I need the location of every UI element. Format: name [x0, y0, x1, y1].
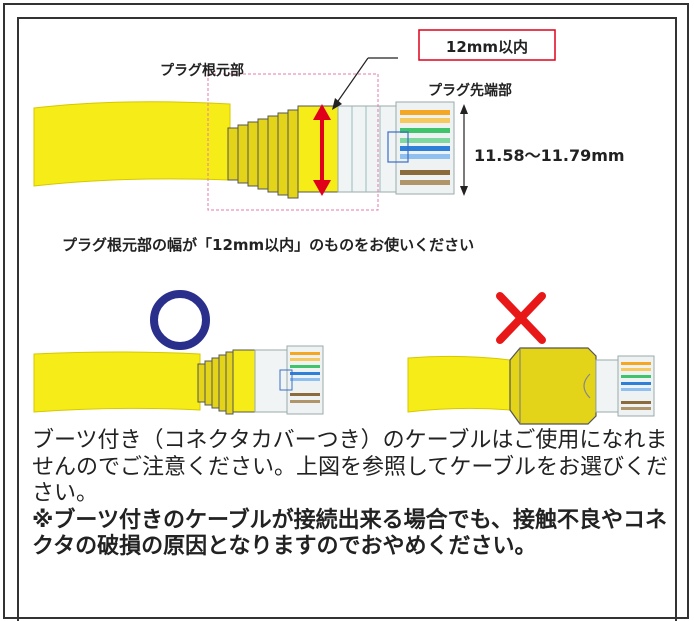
- plug-tip-label: プラグ先端部: [428, 83, 512, 99]
- ok-plug-illustration: [33, 345, 324, 415]
- connector-boot: [509, 347, 597, 425]
- ng-cross-icon: [496, 292, 546, 344]
- large-plug-illustration: [33, 29, 556, 211]
- strain-relief-ribs: [227, 105, 339, 199]
- plug-body: [337, 105, 397, 193]
- notice-line-2: ※ブーツ付きのケーブルが接続出来る場合でも、接触不良やコネクタの破損の原因となり…: [32, 507, 667, 560]
- ok-circle-icon: [150, 290, 210, 350]
- inner-frame: [17, 17, 677, 621]
- notice-text: ブーツ付き（コネクタカバーつき）のケーブルはご使用になれませんのでご注意ください…: [32, 428, 672, 561]
- outer-frame: [3, 3, 689, 619]
- notice-line-1: ブーツ付き（コネクタカバーつき）のケーブルはご使用になれませんのでご注意ください…: [32, 428, 669, 506]
- caption: プラグ根元部の幅が「12mm以内」のものをお使いください: [62, 236, 475, 254]
- callout-box: [418, 29, 556, 61]
- plug-base-label: プラグ根元部: [160, 63, 244, 79]
- callout-text: 12mm以内: [445, 38, 529, 56]
- cable-body: [33, 101, 231, 187]
- plug-base-zone: [207, 73, 379, 211]
- ng-plug-illustration: [407, 347, 655, 425]
- plug-wires: [400, 110, 450, 185]
- plug-height-label: 11.58〜11.79mm: [474, 146, 625, 165]
